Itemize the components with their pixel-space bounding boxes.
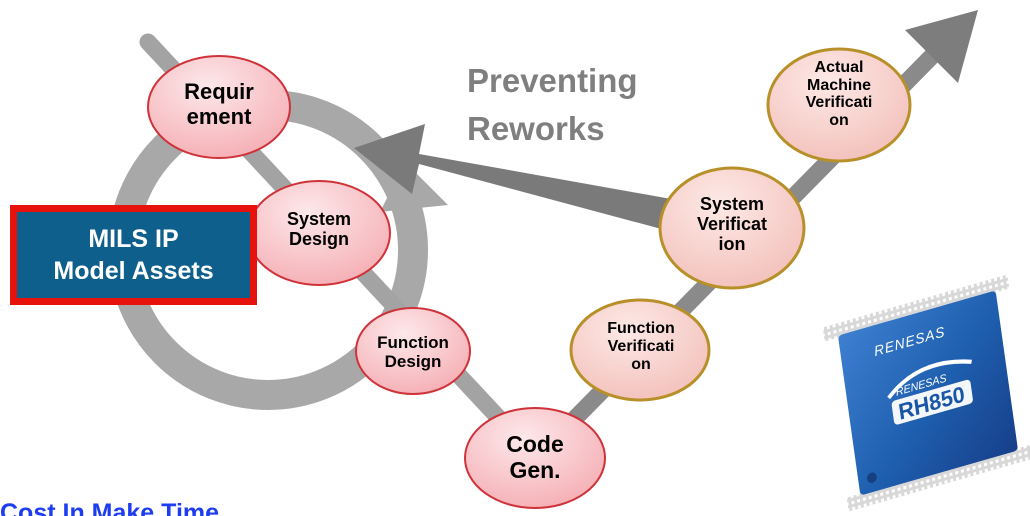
node-system-verification [658, 166, 806, 290]
node-requirement [147, 55, 291, 159]
node-function-design-label: Function Design [377, 333, 449, 372]
title-line-2: Reworks [467, 110, 605, 147]
title-line-1: Preventing [467, 62, 638, 99]
node-code-gen-label: Code Gen. [506, 431, 564, 483]
node-function-design [355, 307, 471, 395]
chip-model-badge [891, 379, 973, 425]
chip-logo-swoosh [887, 359, 972, 400]
mils-ip-model-assets-box: MILS IP Model Assets [10, 205, 257, 305]
chip-pins-left [822, 274, 1010, 342]
node-actual-machine-verification-label: Actual Machine Verificati on [805, 59, 873, 129]
renesas-chip-image: RENESAS RENESAS RH850 [822, 274, 1030, 512]
node-system-verification-label: System Verificat ion [696, 194, 768, 255]
chip-pin1-dot [867, 472, 877, 483]
chip-pins-right [846, 444, 1030, 512]
node-function-verification [569, 298, 711, 402]
footer-caption: Cost In Make Time [0, 499, 220, 516]
node-requirement-label: Requir ement [184, 79, 254, 129]
v-model-arrowhead [905, 10, 978, 83]
node-actual-machine-verification [766, 47, 912, 163]
rework-arrow [354, 124, 688, 234]
node-function-verification-label: Function Verificati on [607, 320, 675, 373]
node-system-design-label: System Design [286, 209, 352, 250]
mils-ip-model-assets-label: MILS IP Model Assets [53, 225, 214, 285]
node-code-gen [464, 407, 606, 509]
